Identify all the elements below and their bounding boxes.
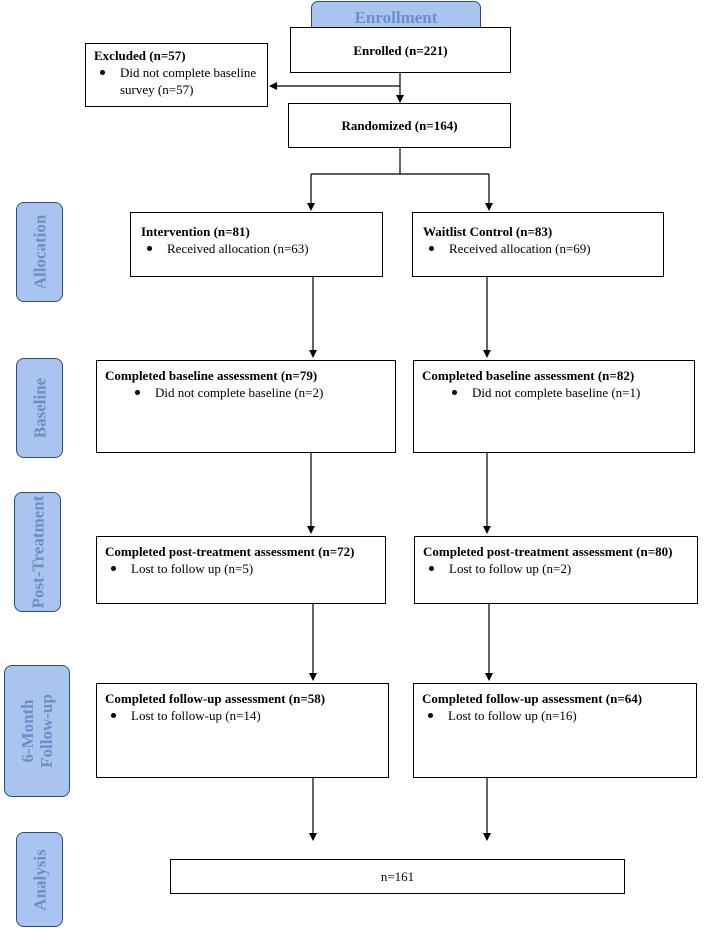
excluded-bullet: Did not complete baseline survey (n=57) bbox=[94, 64, 259, 98]
intervention-followup-list: Lost to follow-up (n=14) bbox=[105, 707, 380, 724]
intervention-post-list: Lost to follow up (n=5) bbox=[105, 560, 377, 577]
enrolled-box: Enrolled (n=221) bbox=[290, 27, 511, 73]
analysis-box: n=161 bbox=[170, 859, 625, 894]
excluded-title: Excluded (n=57) bbox=[94, 48, 186, 63]
control-allocation-list: Received allocation (n=69) bbox=[423, 240, 653, 257]
randomized-label: Randomized (n=164) bbox=[341, 118, 458, 133]
stage-baseline-text: Baseline bbox=[30, 377, 49, 439]
control-post-list: Lost to follow up (n=2) bbox=[423, 560, 689, 577]
stage-followup-text: 6-Month Follow-up bbox=[18, 694, 56, 768]
intervention-followup-title: Completed follow-up assessment (n=58) bbox=[105, 691, 326, 706]
stage-allocation-text: Allocation bbox=[30, 214, 49, 290]
stage-followup-line2: Follow-up bbox=[37, 694, 56, 768]
control-followup-box: Completed follow-up assessment (n=64) Lo… bbox=[413, 683, 697, 778]
randomized-box: Randomized (n=164) bbox=[288, 103, 511, 148]
intervention-allocation-title: Intervention (n=81) bbox=[141, 224, 250, 239]
intervention-allocation-list: Received allocation (n=63) bbox=[141, 240, 372, 257]
control-allocation-title: Waitlist Control (n=83) bbox=[423, 224, 553, 239]
excluded-box: Excluded (n=57) Did not complete baselin… bbox=[85, 43, 268, 107]
intervention-post-box: Completed post-treatment assessment (n=7… bbox=[96, 536, 386, 604]
stage-label-analysis: Analysis bbox=[16, 832, 63, 927]
stage-analysis-text: Analysis bbox=[30, 848, 49, 911]
analysis-total: n=161 bbox=[380, 869, 415, 884]
control-baseline-box: Completed baseline assessment (n=82) Did… bbox=[413, 360, 695, 453]
stage-label-baseline: Baseline bbox=[16, 358, 63, 458]
stage-post-treatment-text: Post-Treatment bbox=[28, 495, 47, 609]
control-allocation-bullet: Received allocation (n=69) bbox=[423, 240, 653, 257]
intervention-baseline-list: Did not complete baseline (n=2) bbox=[105, 384, 387, 401]
control-baseline-title: Completed baseline assessment (n=82) bbox=[422, 368, 635, 383]
control-post-bullet: Lost to follow up (n=2) bbox=[423, 560, 689, 577]
enrolled-label: Enrolled (n=221) bbox=[353, 42, 448, 58]
intervention-allocation-bullet: Received allocation (n=63) bbox=[141, 240, 372, 257]
excluded-bullet-list: Did not complete baseline survey (n=57) bbox=[94, 64, 259, 98]
stage-label-allocation: Allocation bbox=[16, 202, 63, 302]
control-post-title: Completed post-treatment assessment (n=8… bbox=[423, 544, 673, 559]
intervention-baseline-bullet: Did not complete baseline (n=2) bbox=[129, 384, 387, 401]
stage-followup-line1: 6-Month bbox=[18, 699, 37, 763]
intervention-allocation-box: Intervention (n=81) Received allocation … bbox=[130, 212, 383, 277]
intervention-baseline-box: Completed baseline assessment (n=79) Did… bbox=[96, 360, 396, 453]
control-followup-title: Completed follow-up assessment (n=64) bbox=[422, 691, 643, 706]
intervention-baseline-title: Completed baseline assessment (n=79) bbox=[105, 368, 318, 383]
control-followup-list: Lost to follow up (n=16) bbox=[422, 707, 688, 724]
intervention-post-bullet: Lost to follow up (n=5) bbox=[105, 560, 377, 577]
stage-label-post-treatment: Post-Treatment bbox=[14, 492, 61, 612]
intervention-followup-box: Completed follow-up assessment (n=58) Lo… bbox=[96, 683, 389, 778]
control-baseline-bullet: Did not complete baseline (n=1) bbox=[446, 384, 686, 401]
control-allocation-box: Waitlist Control (n=83) Received allocat… bbox=[412, 212, 664, 277]
control-post-box: Completed post-treatment assessment (n=8… bbox=[414, 536, 698, 604]
stage-label-followup: 6-Month Follow-up bbox=[4, 665, 70, 797]
intervention-post-title: Completed post-treatment assessment (n=7… bbox=[105, 544, 355, 559]
control-baseline-list: Did not complete baseline (n=1) bbox=[422, 384, 686, 401]
control-followup-bullet: Lost to follow up (n=16) bbox=[422, 707, 688, 724]
intervention-followup-bullet: Lost to follow-up (n=14) bbox=[105, 707, 380, 724]
